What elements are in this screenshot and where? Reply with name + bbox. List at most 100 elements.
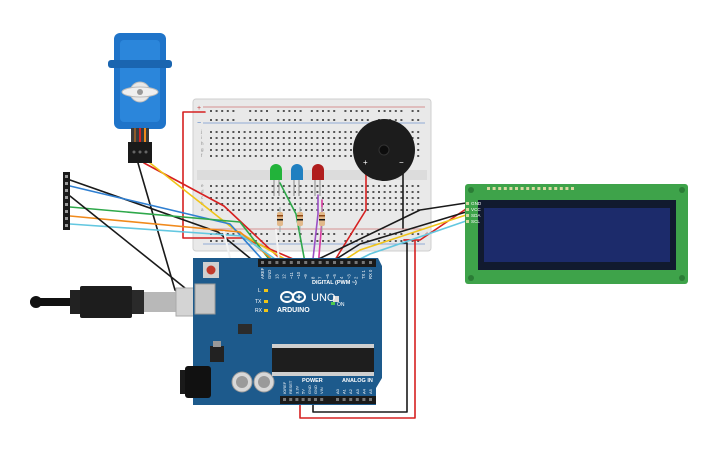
servo-motor[interactable] [108,33,172,163]
wire-red-buzzer [329,171,367,269]
reset-button-cap[interactable] [206,265,216,275]
lcd-pad [571,187,574,190]
power-pin-label: IOREF [282,381,287,394]
digital-pin[interactable] [333,261,336,264]
power-pins-label: POWER [302,378,323,384]
leds[interactable] [270,164,324,196]
digital-pin[interactable] [369,261,372,264]
power-pin[interactable] [320,398,324,401]
digital-pin-label: ~11 [289,272,294,279]
power-pin-label: GND [313,385,318,394]
breadboard-row-label: g [201,147,204,152]
header-pin[interactable] [65,224,68,227]
power-pin-label: 5V [301,389,306,394]
power-jack[interactable] [185,366,211,398]
led-blue [291,164,303,196]
led-green [270,164,282,196]
wire-black-lcd-gnd [299,202,467,269]
lcd-pad [520,187,524,190]
usb-cable [30,286,207,318]
digital-pin-label: ~9 [303,274,308,279]
header-pin[interactable] [65,217,68,220]
digital-pin-label: 4 [339,276,344,279]
lcd-pin-label: GND [471,201,482,206]
digital-pin-label: 2 [354,276,359,279]
digital-pin[interactable] [325,261,329,264]
lcd-pin[interactable] [466,202,469,205]
power-pin[interactable] [289,398,293,401]
analog-pin[interactable] [342,398,346,401]
pin-header-strip[interactable] [63,172,70,230]
power-pin-label: 3.3V [294,385,299,394]
analog-pin[interactable] [362,398,366,401]
lcd-pad [531,187,535,190]
on-label: ON [337,302,345,308]
analog-pin[interactable] [355,398,359,401]
lcd-pin-label: VCC [471,207,481,212]
analog-pin[interactable] [349,398,353,401]
lcd-pin-label: SDA [471,213,481,218]
header-pin[interactable] [65,196,68,199]
digital-pin[interactable] [289,261,293,264]
digital-pin[interactable] [268,261,272,264]
rx-label: RX [255,308,263,314]
header-pin[interactable] [65,203,68,206]
power-pin-label: RESET [288,380,293,394]
tx-label: TX [255,299,262,305]
arduino-uno-board[interactable]: L TX RX ON ARDUINO UNO DIGITAL (PWM ~) P… [180,258,382,405]
digital-pin[interactable] [340,261,344,264]
digital-pin[interactable] [361,261,365,264]
analog-pin-label: A3 [355,388,360,394]
analog-pin-label: A4 [361,388,366,394]
lcd-pin[interactable] [466,208,469,211]
resistors[interactable] [277,207,325,232]
lcd-pad [487,187,490,190]
lcd-pad [554,187,558,190]
digital-pin[interactable] [347,261,351,264]
header-pin[interactable] [65,189,68,192]
piezo-buzzer[interactable]: + − [353,119,415,181]
power-pin[interactable] [295,398,299,401]
digital-pin[interactable] [282,261,286,264]
digital-pins-label: DIGITAL (PWM ~) [312,280,357,286]
breadboard-row-label: f [201,153,203,158]
digital-pin[interactable] [311,261,315,264]
digital-pin[interactable] [304,261,308,264]
digital-pin[interactable] [354,261,358,264]
analog-pin[interactable] [369,398,372,401]
lcd-pad [503,187,507,190]
breadboard-row-label: j [200,129,202,134]
power-pin[interactable] [283,398,286,401]
power-pin[interactable] [301,398,305,401]
power-pin[interactable] [307,398,311,401]
lcd-screen [484,208,670,262]
wire-blue-header [69,185,271,269]
power-pin[interactable] [314,398,317,401]
digital-pin[interactable] [318,261,322,264]
digital-pin[interactable] [261,261,264,264]
digital-pin-label: TX 1 [361,269,366,279]
breadboard-row-label: h [201,141,204,146]
breadboard-row-label: c [201,195,204,200]
digital-pin[interactable] [275,261,279,264]
power-pin-label: VIN [319,387,324,394]
breadboard-row-label: i [201,135,202,140]
digital-pin-label: ~5 [332,274,337,279]
lcd-pad [565,187,569,190]
wire-cyan-header [69,223,289,269]
header-pin[interactable] [65,175,68,178]
wire-black-gnd [312,242,408,413]
header-pin[interactable] [65,210,68,213]
analog-pin[interactable] [336,398,339,401]
breadboard-row-label: e [201,183,204,188]
lcd-pin[interactable] [466,220,469,223]
lcd-pin[interactable] [466,214,469,217]
digital-pin-label: 12 [282,274,287,279]
power-analog-header [280,396,376,404]
atmega-chip [272,348,374,372]
digital-pin[interactable] [297,261,300,264]
header-pin[interactable] [65,182,68,185]
